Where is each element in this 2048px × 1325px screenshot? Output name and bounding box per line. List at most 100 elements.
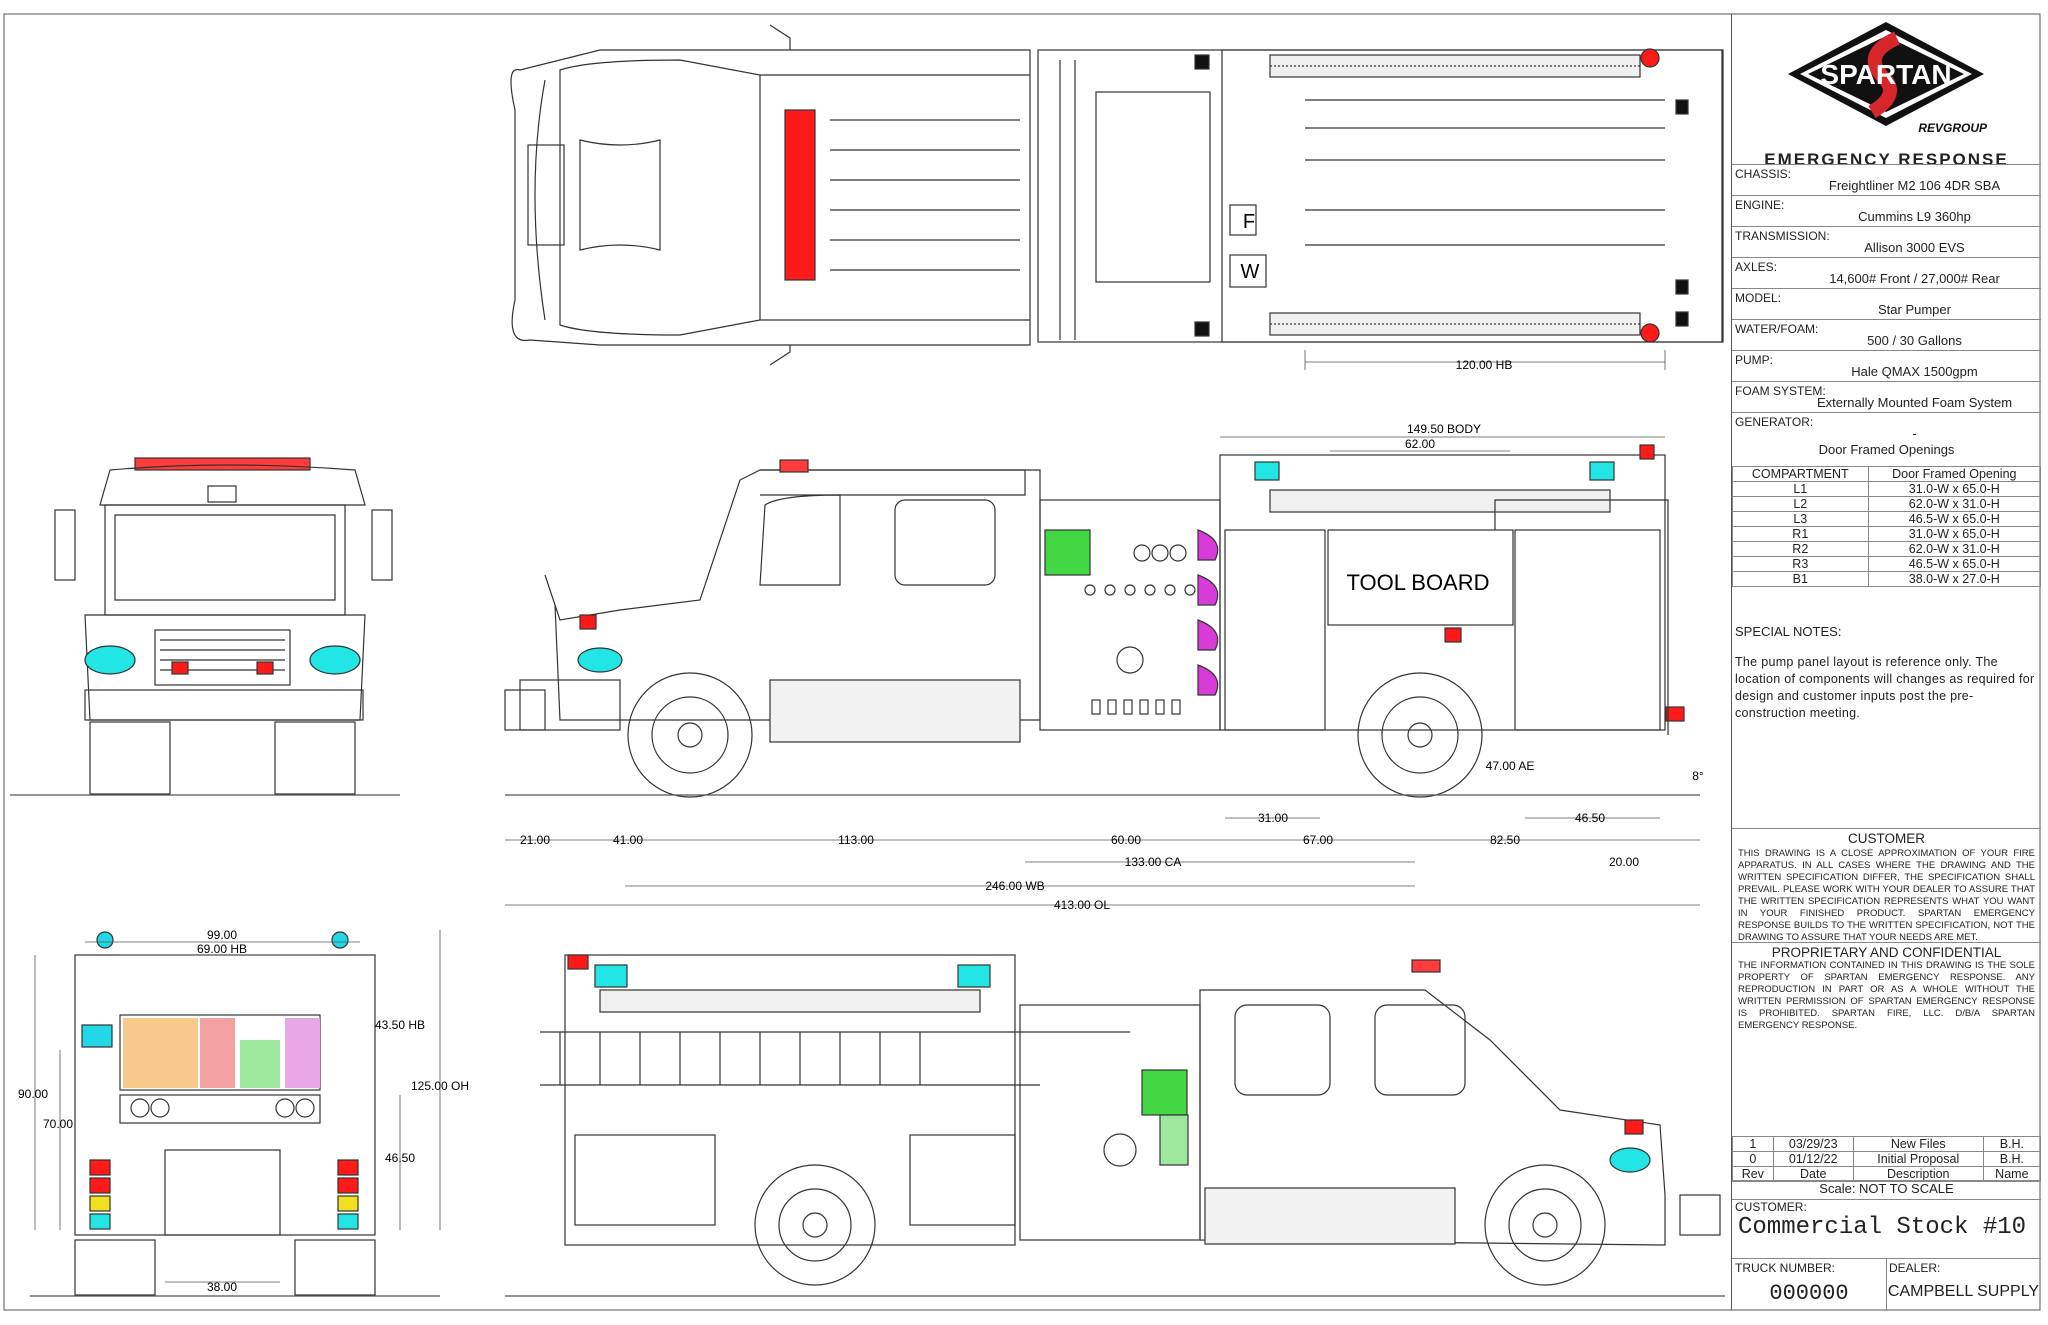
dim-ca: 133.00 CA <box>1125 855 1182 869</box>
spec-axles: AXLES: 14,600# Front / 27,000# Rear <box>1732 257 2041 289</box>
truck-number-label: TRUCK NUMBER: <box>1735 1261 1836 1275</box>
table-cell: 31.0-W x 65.0-H <box>1867 526 2042 542</box>
table-cell: Initial Proposal <box>1852 1151 1984 1167</box>
dim-h90: 90.00 <box>18 1087 48 1101</box>
table-cell: R3 <box>1732 556 1869 572</box>
table-cell: L1 <box>1732 481 1869 497</box>
table-header: Door Framed Opening <box>1867 466 2042 482</box>
spec-key: FOAM SYSTEM: <box>1735 384 1826 398</box>
customer-notice-text: THIS DRAWING IS A CLOSE APPROXIMATION OF… <box>1738 848 2035 943</box>
table-header: Name <box>1982 1166 2042 1182</box>
spec-value: Cummins L9 360hp <box>1858 209 1971 224</box>
spec-chassis: CHASSIS: Freightliner M2 106 4DR SBA <box>1732 164 2041 196</box>
table-cell: 0 <box>1732 1151 1774 1167</box>
dim-body-length: 149.50 BODY <box>1407 422 1481 436</box>
tool-board-label: TOOL BOARD <box>1346 570 1489 595</box>
right-side-view <box>505 954 1725 1297</box>
table-cell: L2 <box>1732 496 1869 512</box>
table-header: Rev <box>1732 1166 1774 1182</box>
table-cell: 31.0-W x 65.0-H <box>1867 481 2042 497</box>
spec-water-foam: WATER/FOAM: 500 / 30 Gallons <box>1732 319 2041 351</box>
spec-value: Hale QMAX 1500gpm <box>1851 364 1978 379</box>
left-side-view <box>504 444 1700 798</box>
table-cell: 62.0-W x 31.0-H <box>1867 496 2042 512</box>
table-cell: B.H. <box>1982 1151 2042 1167</box>
dim-60: 60.00 <box>1111 833 1141 847</box>
spec-pump: PUMP: Hale QMAX 1500gpm <box>1732 350 2041 382</box>
table-header: Date <box>1772 1166 1854 1182</box>
table-header-row: COMPARTMENT Door Framed Opening <box>1732 466 2042 482</box>
dim-67: 67.00 <box>1303 833 1333 847</box>
table-cell: B1 <box>1732 571 1869 587</box>
table-cell: 46.5-W x 65.0-H <box>1867 556 2042 572</box>
truck-number-box: TRUCK NUMBER: 000000 <box>1732 1258 1887 1311</box>
table-cell: 03/29/23 <box>1772 1136 1854 1152</box>
spec-value: Freightliner M2 106 4DR SBA <box>1828 178 2001 193</box>
table-cell: R2 <box>1732 541 1869 557</box>
table-header: COMPARTMENT <box>1732 466 1869 482</box>
table-cell: New Files <box>1852 1136 1984 1152</box>
table-cell: 62.0-W x 31.0-H <box>1867 541 2042 557</box>
spec-key: ENGINE: <box>1735 198 1785 212</box>
spec-key: AXLES: <box>1735 260 1778 274</box>
spec-value: Star Pumper <box>1878 302 1951 317</box>
dim-wb: 246.00 WB <box>985 879 1044 893</box>
rear-view <box>30 931 440 1297</box>
spec-value: Externally Mounted Foam System <box>1816 395 2013 410</box>
special-notes-text: The pump panel layout is reference only.… <box>1735 655 2035 720</box>
table-cell: 1 <box>1732 1136 1774 1152</box>
spec-value: Allison 3000 EVS <box>1864 240 1965 255</box>
title-block: SPARTAN REVGROUP EMERGENCY RESPONSE CHAS… <box>1731 14 2042 1311</box>
dim-ol: 413.00 OL <box>1054 898 1110 912</box>
dim-w38: 38.00 <box>207 1280 237 1294</box>
top-label-w: W <box>1241 261 1260 283</box>
rear-dimension-lines <box>34 930 441 1283</box>
dim-oh: 125.00 OH <box>411 1079 469 1093</box>
spec-engine: ENGINE: Cummins L9 360hp <box>1732 195 2041 227</box>
dim-41: 41.00 <box>613 833 643 847</box>
dim-h70: 70.00 <box>43 1117 73 1131</box>
table-cell: R1 <box>1732 526 1869 542</box>
spec-generator: GENERATOR: - <box>1732 412 2041 444</box>
spec-key: TRANSMISSION: <box>1735 229 1830 243</box>
table-cell: L3 <box>1732 511 1869 527</box>
table-header: Description <box>1852 1166 1984 1182</box>
dim-rear-hb: 69.00 HB <box>197 942 247 956</box>
table-cell: 46.5-W x 65.0-H <box>1867 511 2042 527</box>
dealer-value: CAMPBELL SUPPLY <box>1887 1283 2040 1300</box>
pump-panel-valves <box>1091 699 1181 715</box>
spartan-logo: SPARTAN REVGROUP <box>1788 22 1988 135</box>
side-dimension-lines <box>505 436 1700 906</box>
spec-key: WATER/FOAM: <box>1735 322 1819 336</box>
spec-key: MODEL: <box>1735 291 1782 305</box>
top-lightbar <box>784 109 816 281</box>
spec-foam-system: FOAM SYSTEM: Externally Mounted Foam Sys… <box>1732 381 2041 413</box>
special-notes-title: SPECIAL NOTES: <box>1735 624 1842 639</box>
dim-angle: 8° <box>1692 769 1704 783</box>
logo-brand: SPARTAN <box>1820 59 1951 90</box>
dim-h4650: 46.50 <box>385 1151 415 1165</box>
dim-21: 21.00 <box>520 833 550 847</box>
dim-hb-line <box>1304 350 1666 370</box>
dim-31: 31.00 <box>1258 811 1288 825</box>
door-openings-title: Door Framed Openings <box>1818 442 1955 457</box>
customer-notice-title: CUSTOMER <box>1732 828 2041 846</box>
dim-8250: 82.50 <box>1490 833 1520 847</box>
spec-model: MODEL: Star Pumper <box>1732 288 2041 320</box>
dim-body-62: 62.00 <box>1405 437 1435 451</box>
dim-20: 20.00 <box>1609 855 1639 869</box>
scale-note: Scale: NOT TO SCALE <box>1732 1180 2041 1200</box>
dim-rear-width: 99.00 <box>207 928 237 942</box>
spec-key: PUMP: <box>1735 353 1774 367</box>
spec-key: GENERATOR: <box>1735 415 1814 429</box>
